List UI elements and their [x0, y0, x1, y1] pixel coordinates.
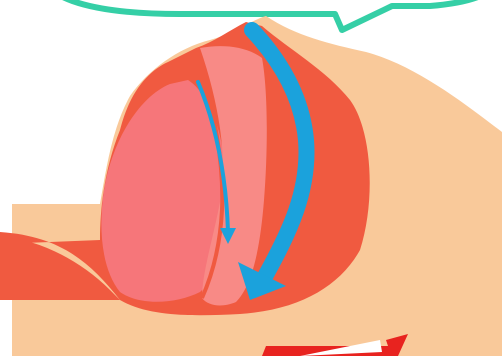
head-cross-section-svg [0, 0, 502, 356]
airway-illustration [0, 0, 502, 356]
